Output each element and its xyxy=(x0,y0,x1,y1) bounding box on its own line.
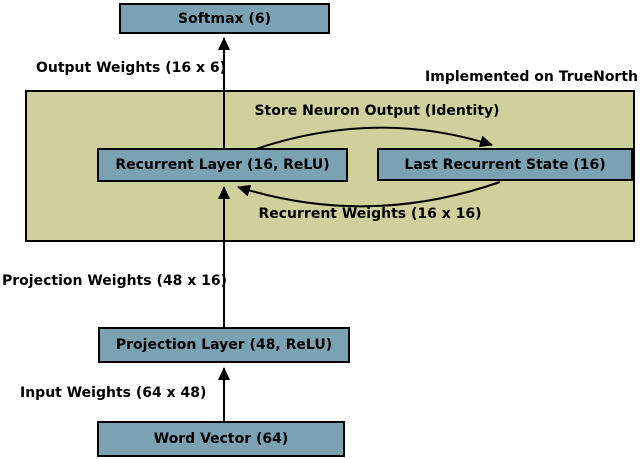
truenorth-region-label: Implemented on TrueNorth xyxy=(425,69,638,85)
node-last-recurrent-state: Last Recurrent State (16) xyxy=(377,148,633,181)
node-word-vector-label: Word Vector (64) xyxy=(153,431,289,447)
node-projection-layer-label: Projection Layer (48, ReLU) xyxy=(115,337,333,353)
node-last-recurrent-state-label: Last Recurrent State (16) xyxy=(404,156,606,173)
projection-weights-label: Projection Weights (48 x 16) xyxy=(2,273,227,289)
node-recurrent-layer-label: Recurrent Layer (16, ReLU) xyxy=(115,157,330,173)
store-neuron-output-label: Store Neuron Output (Identity) xyxy=(254,103,500,119)
node-word-vector: Word Vector (64) xyxy=(97,421,345,457)
input-weights-label: Input Weights (64 x 48) xyxy=(20,385,207,401)
node-recurrent-layer: Recurrent Layer (16, ReLU) xyxy=(97,148,348,182)
node-softmax-label: Softmax (6) xyxy=(178,10,271,27)
output-weights-label: Output Weights (16 x 6) xyxy=(35,60,226,76)
recurrent-weights-label: Recurrent Weights (16 x 16) xyxy=(258,206,482,222)
node-projection-layer: Projection Layer (48, ReLU) xyxy=(98,327,350,363)
node-softmax: Softmax (6) xyxy=(119,3,330,34)
